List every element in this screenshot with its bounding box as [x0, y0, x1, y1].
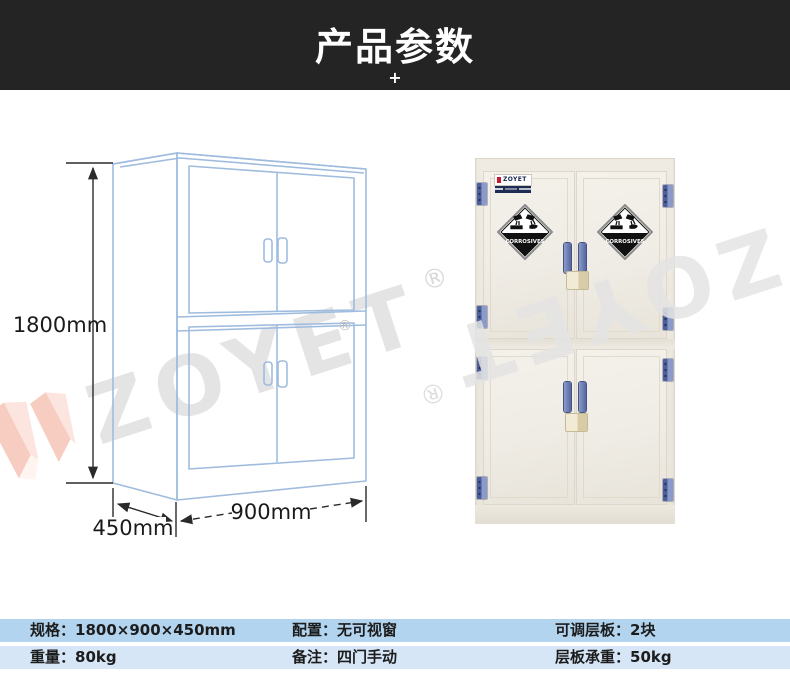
hinge-icon — [477, 357, 487, 379]
door-bevel — [583, 356, 660, 498]
door-bottom-left — [483, 349, 575, 505]
cabinet-brand-label: ZOYET — [495, 175, 531, 193]
hinge-icon — [477, 306, 487, 328]
header-banner: 产品参数 + — [0, 0, 790, 90]
spec-shelf-load: 层板承重：50kg — [555, 646, 672, 669]
width-dimension-label: 900mm — [231, 500, 312, 524]
door-handle — [579, 243, 586, 273]
product-photo: ZOYET CORROSIVES — [475, 158, 675, 524]
spec-label: 配置： — [292, 621, 338, 639]
registered-mark: ® — [417, 261, 452, 298]
hinge-icon — [663, 479, 673, 501]
spec-value: 四门手动 — [337, 648, 398, 666]
door-bevel — [490, 356, 568, 498]
door-latch — [566, 414, 587, 431]
hinge-icon — [663, 185, 673, 207]
spec-row-1: 规格：1800×900×450mm 配置：无可视窗 可调层板：2块 — [0, 619, 790, 642]
spec-value: 无可视窗 — [337, 621, 398, 639]
cabinet-divider — [475, 339, 675, 349]
watermark-left: ZOYET ® — [0, 257, 470, 495]
brand-red-square-icon — [497, 177, 501, 183]
spec-row-2: 重量：80kg 备注：四门手动 层板承重：50kg — [0, 646, 790, 669]
door-latch — [567, 272, 588, 289]
zoyet-logo-icon — [0, 392, 76, 480]
door-handle — [564, 382, 571, 412]
page-title: 产品参数 — [314, 25, 475, 69]
watermark-brand-text: ZOYET — [76, 266, 436, 465]
brand-label-text: ZOYET — [503, 176, 527, 183]
corrosives-diamond-left: CORROSIVES — [497, 204, 553, 260]
spec-label: 备注： — [292, 648, 338, 666]
depth-dimension-label: 450mm — [93, 516, 174, 540]
height-dimension-label: 1800mm — [13, 313, 107, 337]
brand-label-top: ZOYET — [495, 175, 531, 185]
spec-value: 2块 — [630, 621, 656, 639]
hinge-icon — [477, 183, 487, 205]
spec-remark: 备注：四门手动 — [292, 646, 397, 669]
spec-value: 1800×900×450mm — [75, 621, 236, 639]
corrosives-text: CORROSIVES — [605, 239, 644, 245]
door-bottom-right — [576, 349, 667, 505]
hinge-icon — [477, 477, 487, 499]
hinge-icon — [663, 359, 673, 381]
zoyet-logo-icon — [772, 177, 790, 293]
plus-decoration: + — [388, 68, 402, 87]
spec-value: 80kg — [75, 648, 117, 666]
spec-value: 50kg — [630, 648, 672, 666]
registered-mark: ® — [415, 374, 450, 411]
hinge-icon — [663, 308, 673, 330]
door-handle — [579, 382, 586, 412]
cabinet-kick-plate — [475, 505, 675, 524]
spec-config: 配置：无可视窗 — [292, 619, 397, 642]
registered-mark: ® — [338, 318, 352, 334]
door-handle — [564, 243, 571, 273]
spec-shelves: 可调层板：2块 — [555, 619, 655, 642]
spec-label: 重量： — [30, 648, 76, 666]
brand-label-strip — [495, 186, 531, 193]
corrosives-diamond-right: CORROSIVES — [597, 204, 653, 260]
spec-size: 规格：1800×900×450mm — [30, 619, 236, 642]
spec-label: 规格： — [30, 621, 76, 639]
spec-weight: 重量：80kg — [30, 646, 117, 669]
spec-label: 层板承重： — [555, 648, 631, 666]
corrosives-text: CORROSIVES — [505, 239, 544, 245]
spec-label: 可调层板： — [555, 621, 631, 639]
